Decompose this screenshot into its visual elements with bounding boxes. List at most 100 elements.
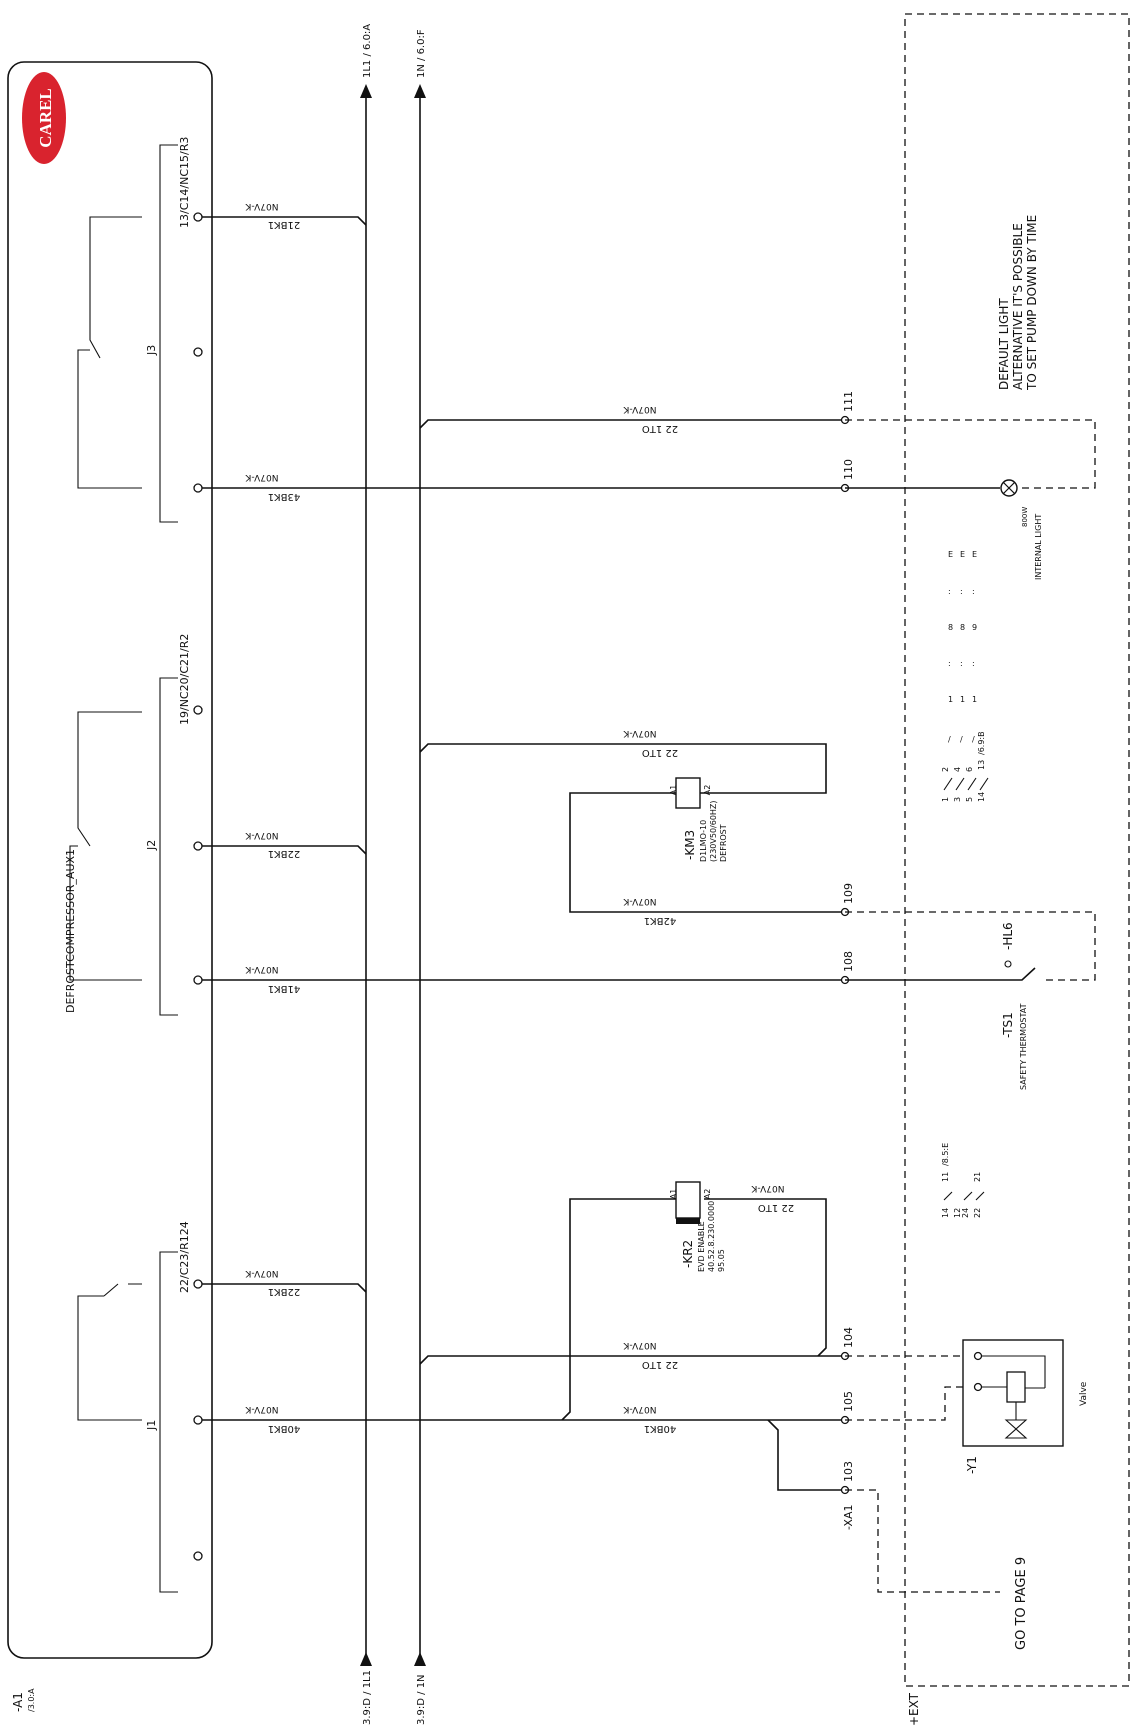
km3-model: D1LMO-10 xyxy=(699,820,708,862)
external-field-boundary xyxy=(904,13,1130,1687)
terminal-strip: 111 110 109 108 104 105 103 -XA1 xyxy=(840,391,855,1530)
terminal-label: 105 xyxy=(842,1391,855,1412)
rail-1l1-top-label: 1L1 / 6.0:A xyxy=(362,24,373,78)
wire-label: 22 1TO xyxy=(642,1359,678,1370)
wire-label: 22BK1 xyxy=(268,848,301,859)
rail-1n-arrow-bottom xyxy=(414,1652,426,1666)
connector-j1-bracket xyxy=(159,1251,178,1593)
km3-contact-symbol xyxy=(943,777,989,791)
km3-tag: -KM3 xyxy=(683,830,697,860)
kr2-contact-number: 12 xyxy=(953,1208,962,1218)
kr2-contacts: 14 11 /8.5:E 12 24 22 21 xyxy=(941,1143,985,1218)
km3-coil xyxy=(675,777,701,809)
km3-contact-number: 2 xyxy=(941,767,950,772)
lamp-spec: 800W xyxy=(1021,507,1029,527)
valve-tag: -Y1 xyxy=(965,1456,979,1474)
wire-label-type: N07V-K xyxy=(244,201,278,211)
wire-km3-a1-to-109 xyxy=(569,792,845,913)
wire-kr2-a1 xyxy=(561,1198,676,1421)
wire-label-type: N07V-K xyxy=(244,472,278,482)
internal-light-lamp: 800W INTERNAL LIGHT xyxy=(1000,479,1043,580)
relay-label: DEFROSTCOMPRESSOR_AUX1 xyxy=(64,849,77,1013)
km3-contact-number: 14 xyxy=(977,792,986,802)
connector-j3-pins: 13/C14/NC15/R3 xyxy=(178,137,191,228)
km3-contact-number: 5 xyxy=(965,797,974,802)
ts1-desc: SAFETY THERMOSTAT xyxy=(1019,1003,1028,1090)
connector-j1-pins: 22/C23/R124 xyxy=(178,1221,191,1293)
wire-label: 40BK1 xyxy=(268,1423,301,1434)
wire-n-to-104 xyxy=(419,1355,845,1365)
wire-n-to-111 xyxy=(419,419,845,429)
kr2-coil xyxy=(675,1181,701,1219)
wire-j2-to-l1 xyxy=(202,845,367,855)
rail-1l1-arrow-bottom xyxy=(360,1652,372,1666)
wire-label-type: N07V-K xyxy=(622,1340,656,1350)
kr2-desc: EVD ENABLE xyxy=(697,1221,706,1272)
wire-label-type: N07V-K xyxy=(622,896,656,906)
lamp-icon-cross xyxy=(1002,481,1016,495)
note-line-3: TO SET PUMP DOWN BY TIME xyxy=(1025,215,1039,391)
wire-label-type: N07V-K xyxy=(244,964,278,974)
wire-kr2-a2 xyxy=(704,1198,827,1357)
km3-contact-number: 13 xyxy=(977,760,986,770)
valve-terminal-1 xyxy=(973,1351,983,1361)
wire-label-type: N07V-K xyxy=(622,1404,656,1414)
kr2-tag: -KR2 xyxy=(681,1240,695,1268)
j3-pin-1 xyxy=(193,212,203,222)
goto-page-link[interactable]: GO TO PAGE 9 xyxy=(1014,1557,1029,1650)
j2-pin-3 xyxy=(193,975,203,985)
carel-logo-text: CAREL xyxy=(36,88,55,148)
km3-contacts: 1 2 3 4 5 6 14 13 /6.9:B xyxy=(941,731,989,802)
kr2-contact-number: 22 xyxy=(973,1208,982,1218)
connector-j2-pins: 19/NC20/C21/R2 xyxy=(178,634,191,725)
contact-table-cell: 8 xyxy=(948,623,953,632)
km3-contact-number: 6 xyxy=(965,767,974,772)
terminal-strip-tag: -XA1 xyxy=(842,1505,855,1530)
valve-coil-icon xyxy=(1006,1371,1026,1403)
hl6-tag: -HL6 xyxy=(1001,922,1015,950)
wire-j1-to-l1 xyxy=(202,1283,367,1293)
field-wire-111-110 xyxy=(845,419,1096,489)
wire-j3-to-l1 xyxy=(202,216,367,226)
km3-contactor: A1 A2 -KM3 D1LMO-10 (230V50/60HZ) DEFROS… xyxy=(669,777,728,862)
kr2-contact-number: 21 xyxy=(973,1172,982,1182)
terminal-label: 108 xyxy=(842,951,855,972)
carel-logo: CAREL xyxy=(22,72,66,164)
km3-contact-number: 4 xyxy=(953,767,962,772)
kr2-contact-number: 11 xyxy=(941,1172,950,1182)
contact-table-cell: 1 xyxy=(960,695,965,704)
wire-label-type: N07V-K xyxy=(244,1268,278,1278)
safety-thermostat: -HL6 -TS1 SAFETY THERMOSTAT xyxy=(1001,922,1028,1090)
wire-label-type: N07V-K xyxy=(622,728,656,738)
lamp-label: INTERNAL LIGHT xyxy=(1034,514,1043,580)
km3-cross-reference-table: / 1 : 8 : E / 1 : 8 : E / 1 : 9 : E xyxy=(948,550,977,744)
contact-table-cell: / xyxy=(960,735,963,744)
wire-label: 40BK1 xyxy=(644,1423,677,1434)
module-ref: /3.0:A xyxy=(27,1688,36,1712)
contact-table-cell: : xyxy=(972,659,975,668)
j1-pin-2 xyxy=(193,1415,203,1425)
wire-label: 41BK1 xyxy=(268,983,301,994)
contact-table-cell: E xyxy=(972,550,977,559)
km3-a1: A1 xyxy=(669,785,678,796)
kr2-contact-symbol xyxy=(943,1191,985,1201)
kr2-model: 40.52.8.230.0000 xyxy=(707,1201,716,1272)
wire-label: 22BK1 xyxy=(268,1286,301,1297)
controller-module-outline xyxy=(7,61,213,1659)
connector-j2-bracket xyxy=(159,677,178,1016)
wire-n-to-km3-a2 xyxy=(419,743,827,794)
kr2-base: 95.05 xyxy=(717,1249,726,1272)
rail-1n-bottom-label: 3.9:D / 1N xyxy=(416,1674,427,1725)
field-wire-103 xyxy=(845,1489,1000,1593)
terminal-label: 104 xyxy=(842,1327,855,1348)
terminal-label: 103 xyxy=(842,1461,855,1482)
contact-table-cell: / xyxy=(948,735,951,744)
contact-table-cell: E xyxy=(960,550,965,559)
valve-coil-link xyxy=(1015,1387,1045,1420)
connector-j3-name: J3 xyxy=(145,345,158,356)
wire-label: 21BK1 xyxy=(268,219,301,230)
wire-label: 22 1TO xyxy=(758,1202,794,1213)
wire-labels: N07V-K 21BK1 N07V-K 43BK1 N07V-K 22BK1 N… xyxy=(244,201,794,1434)
ts1-tag: -TS1 xyxy=(1001,1012,1015,1038)
